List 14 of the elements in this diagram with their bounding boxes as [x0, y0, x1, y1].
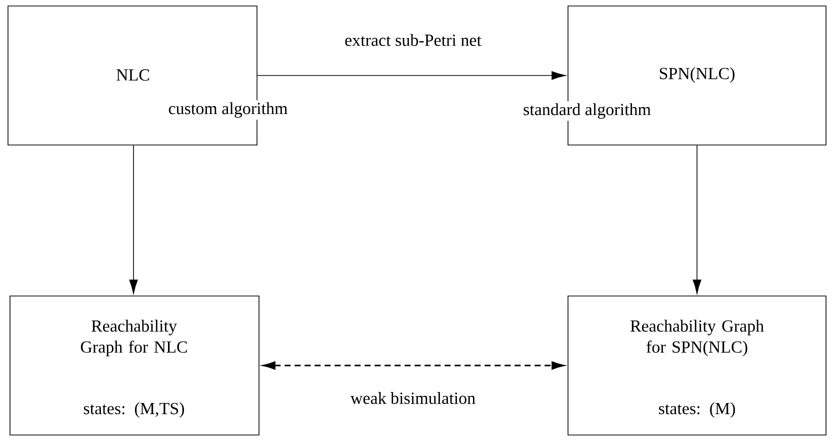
edge-label: standard algorithm — [521, 101, 653, 121]
arrow — [692, 145, 702, 294]
box-text: Reachability Graph for SPN(NLC) — [630, 320, 764, 356]
edge-label: weak bisimulation — [348, 390, 478, 406]
edge-label: custom algorithm — [166, 100, 290, 120]
arrow — [129, 145, 138, 294]
box-text: Reachability Graph for NLC — [80, 320, 187, 356]
box-text: states: (M) — [658, 402, 735, 418]
box-text: states: (M,TS) — [84, 402, 184, 418]
arrow — [262, 361, 564, 370]
box-text: SPN(NLC) — [660, 67, 734, 83]
box-text: NLC — [116, 69, 150, 81]
arrow — [257, 71, 566, 80]
edge-label: extract sub-Petri net — [342, 32, 484, 48]
